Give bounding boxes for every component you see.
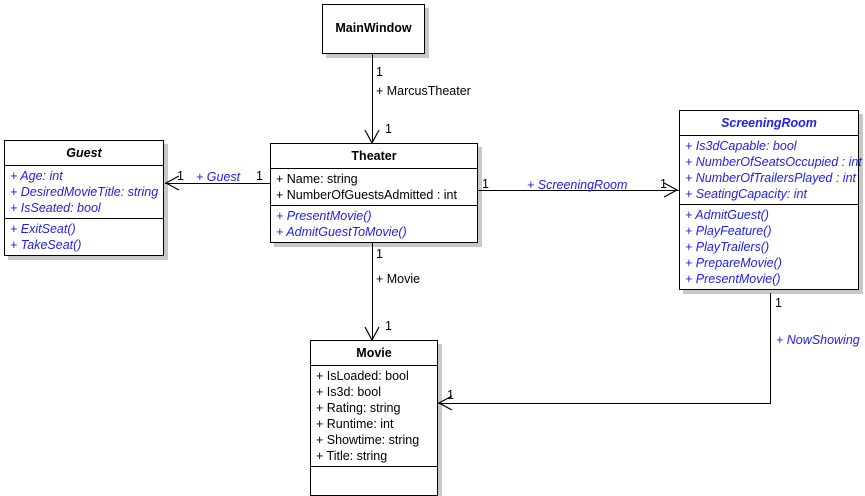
class-operation: + PresentMovie() <box>685 272 781 286</box>
class-title-mainwindow: MainWindow <box>335 21 412 35</box>
class-box-mainwindow[interactable]: MainWindow <box>322 4 425 54</box>
class-attribute: + Name: string <box>276 172 358 186</box>
association-line-theater-movie <box>372 243 373 340</box>
class-attributes-movie: + IsLoaded: bool + Is3d: bool + Rating: … <box>311 365 437 466</box>
class-operation: + TakeSeat() <box>10 238 82 252</box>
multiplicity-screeningroom-source-bottom: 1 <box>775 296 782 310</box>
multiplicity-theater-source-bottom: 1 <box>376 247 383 261</box>
arrowhead-theater-movie <box>364 326 380 342</box>
class-operations-screeningroom: + AdmitGuest() + PlayFeature() + PlayTra… <box>680 204 858 289</box>
multiplicity-movie-target-right: 1 <box>447 388 454 402</box>
class-attributes-theater: + Name: string + NumberOfGuestsAdmitted … <box>271 168 477 205</box>
class-title-movie: Movie <box>356 346 392 360</box>
multiplicity-movie-target-top: 1 <box>385 319 392 333</box>
association-line-theater-screeningroom <box>478 190 679 191</box>
class-box-movie[interactable]: Movie + IsLoaded: bool + Is3d: bool + Ra… <box>310 340 438 496</box>
multiplicity-theater-target-top: 1 <box>385 122 392 136</box>
class-operation: + PlayTrailers() <box>685 240 770 254</box>
association-line-screeningroom-movie-horizontal <box>438 403 771 404</box>
arrowhead-theater-guest <box>164 175 180 191</box>
arrowhead-screeningroom-movie <box>437 395 453 411</box>
class-operation: + AdmitGuestToMovie() <box>276 225 407 239</box>
class-attribute: + NumberOfTrailersPlayed : int <box>685 171 857 185</box>
class-operation: + PrepareMovie() <box>685 256 782 270</box>
class-operations-movie <box>311 466 437 495</box>
class-box-theater[interactable]: Theater + Name: string + NumberOfGuestsA… <box>270 143 478 243</box>
class-operations-guest: + ExitSeat() + TakeSeat() <box>5 218 163 255</box>
class-title-theater: Theater <box>351 149 397 163</box>
class-operations-theater: + PresentMovie() + AdmitGuestToMovie() <box>271 205 477 242</box>
class-attribute: + DesiredMovieTitle: string <box>10 185 159 199</box>
multiplicity-theater-source-left: 1 <box>256 169 263 183</box>
class-operation: + PresentMovie() <box>276 209 372 223</box>
class-box-screeningroom[interactable]: ScreeningRoom + Is3dCapable: bool + Numb… <box>679 110 862 290</box>
class-attribute: + NumberOfGuestsAdmitted : int <box>276 188 457 202</box>
association-role-movie: + Movie <box>376 272 421 286</box>
multiplicity-guest-target: 1 <box>177 169 184 183</box>
association-line-screeningroom-movie-vertical <box>770 293 771 404</box>
association-role-marcustheater: + MarcusTheater <box>376 84 471 98</box>
class-title-guest: Guest <box>66 146 102 160</box>
association-line-theater-guest <box>165 183 270 184</box>
class-operation: + AdmitGuest() <box>685 208 769 222</box>
class-attribute: + Age: int <box>10 169 63 183</box>
association-role-screeningroom: + ScreeningRoom <box>527 178 628 192</box>
multiplicity-screeningroom-target: 1 <box>660 177 667 191</box>
class-attribute: + Rating: string <box>316 401 401 415</box>
class-box-guest[interactable]: Guest + Age: int + DesiredMovieTitle: st… <box>4 140 164 256</box>
class-title-screeningroom: ScreeningRoom <box>721 116 817 130</box>
association-role-guest: + Guest <box>196 170 241 184</box>
multiplicity-theater-source-right: 1 <box>482 177 489 191</box>
class-attributes-screeningroom: + Is3dCapable: bool + NumberOfSeatsOccup… <box>680 135 862 204</box>
arrowhead-mainwindow-theater <box>364 129 380 145</box>
class-operation: + ExitSeat() <box>10 222 76 236</box>
class-attributes-guest: + Age: int + DesiredMovieTitle: string +… <box>5 165 163 218</box>
class-attribute: + Showtime: string <box>316 433 420 447</box>
class-attribute: + SeatingCapacity: int <box>685 187 807 201</box>
class-attribute: + Title: string <box>316 449 388 463</box>
class-attribute: + Is3dCapable: bool <box>685 139 797 153</box>
class-attribute: + Is3d: bool <box>316 385 381 399</box>
arrowhead-theater-screeningroom <box>663 182 679 198</box>
class-attribute: + NumberOfSeatsOccupied : int <box>685 155 862 169</box>
class-attribute: + IsSeated: bool <box>10 201 101 215</box>
class-attribute: + Runtime: int <box>316 417 394 431</box>
association-role-nowshowing: + NowShowing <box>776 333 860 347</box>
class-operation: + PlayFeature() <box>685 224 772 238</box>
class-attribute: + IsLoaded: bool <box>316 369 409 383</box>
association-line-mainwindow-theater <box>372 54 373 143</box>
multiplicity-mainwindow-source: 1 <box>376 65 383 79</box>
